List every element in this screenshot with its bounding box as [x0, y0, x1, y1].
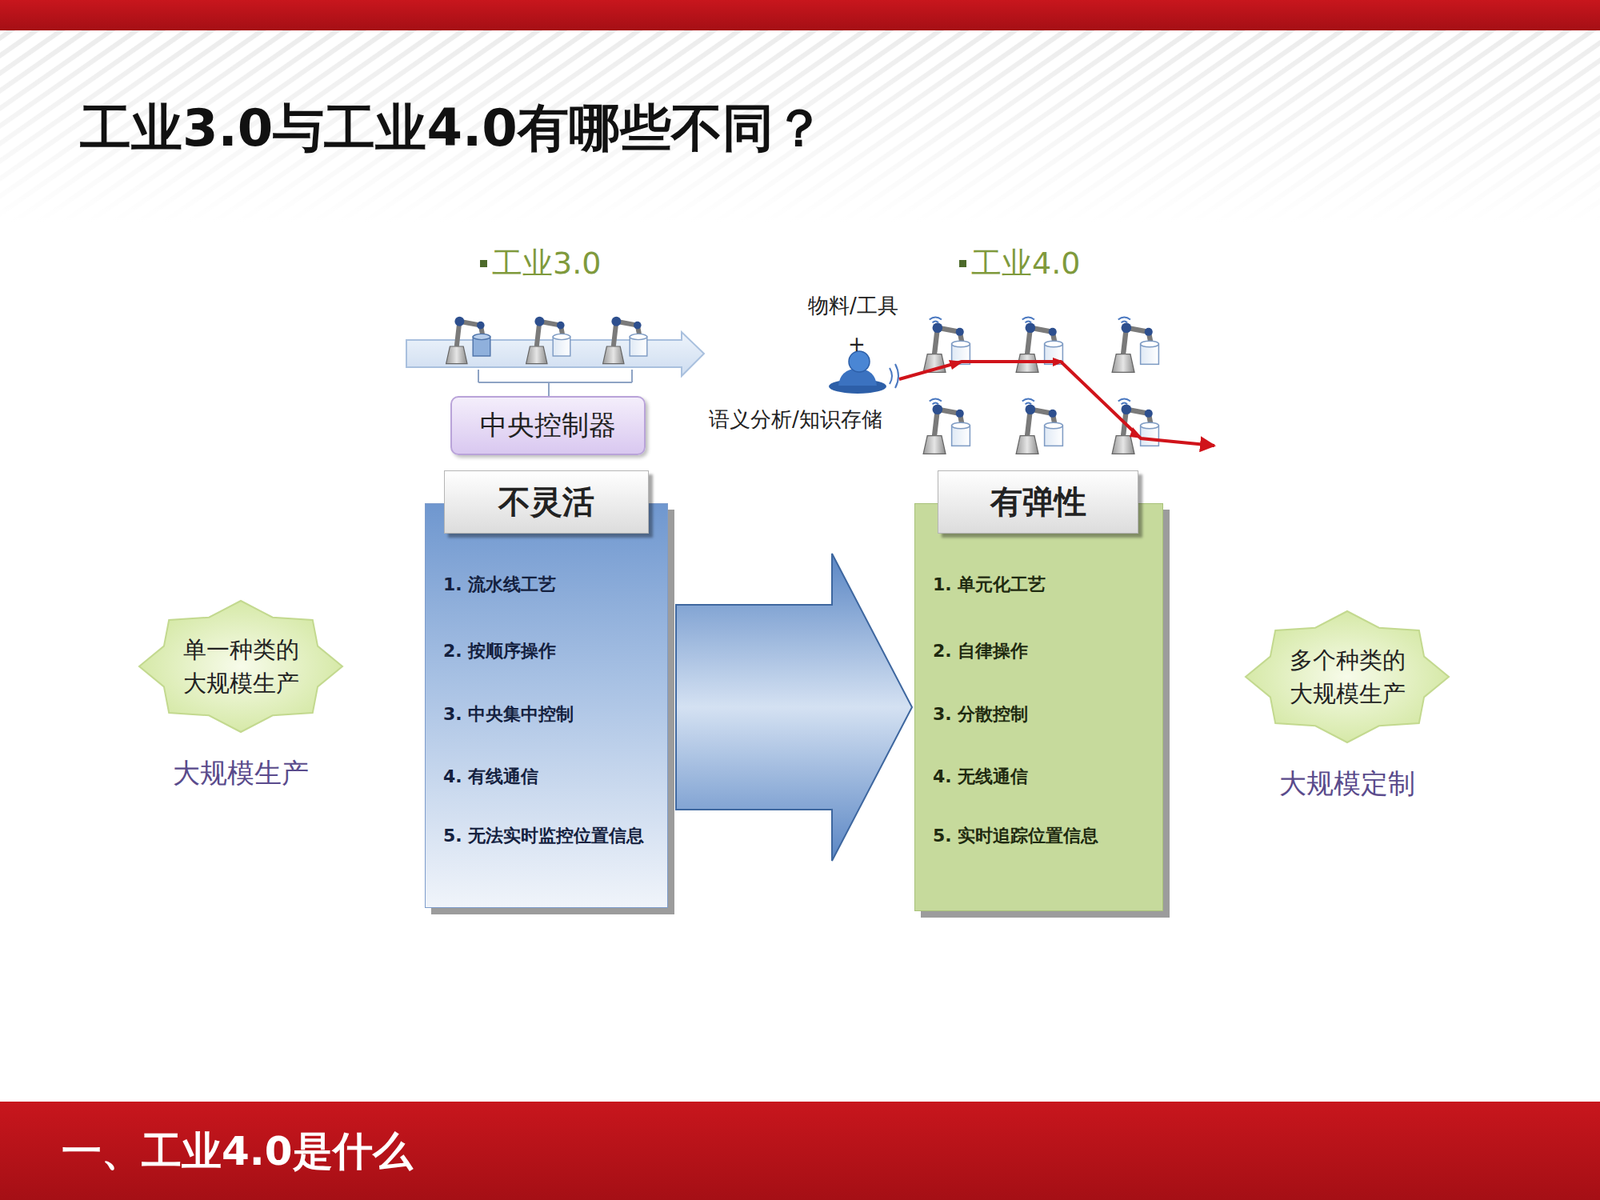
feature-item: 5. 无法实时监控位置信息 — [443, 824, 644, 848]
feature-item: 1. 流水线工艺 — [443, 572, 556, 597]
robot-icon — [1016, 398, 1063, 454]
feature-panel: 有弹性1. 单元化工艺2. 自律操作3. 分散控制4. 无线通信5. 实时追踪位… — [914, 503, 1164, 912]
starburst-outline — [136, 598, 345, 735]
top-bar — [0, 0, 1600, 31]
robot-icon — [446, 316, 491, 364]
robot-icon — [1112, 316, 1159, 372]
robot-icon — [526, 316, 571, 364]
feature-item: 3. 分散控制 — [932, 702, 1028, 727]
transition-arrow — [676, 553, 912, 861]
header-label: 有弹性 — [990, 480, 1087, 524]
flow-heads — [948, 357, 1143, 439]
controller-box: 中央控制器 — [450, 396, 646, 456]
badge-caption: 大规模定制 — [1279, 765, 1416, 803]
bullet-square — [480, 260, 488, 268]
feature-item: 2. 自律操作 — [932, 639, 1028, 664]
bottom-bar — [0, 1101, 1600, 1200]
robot-icon — [1112, 398, 1159, 454]
flow-path — [899, 361, 1215, 446]
plus-sign: + — [848, 332, 866, 356]
feature-item: 2. 按顺序操作 — [443, 639, 556, 664]
starburst-outline — [1243, 608, 1452, 745]
stripe-texture — [0, 30, 1600, 223]
feature-item: 4. 有线通信 — [443, 764, 539, 789]
header-label: 不灵活 — [498, 480, 595, 524]
robot-icon — [923, 398, 970, 454]
badge-caption: 大规模生产 — [172, 755, 309, 792]
section-label: 工业3.0 — [492, 243, 601, 284]
panel-header: 不灵活 — [444, 470, 649, 534]
robot-icon — [603, 316, 648, 364]
input-label: 物料/工具 — [808, 292, 899, 320]
panel-header: 有弹性 — [937, 470, 1139, 534]
feature-item: 4. 无线通信 — [932, 764, 1028, 789]
starburst-badge: 多个种类的 大规模生产大规模定制 — [1243, 608, 1452, 745]
stripe-fade — [0, 30, 1600, 223]
robot-icon — [923, 316, 970, 372]
control-wire — [478, 369, 632, 396]
person-icon — [828, 351, 899, 394]
feature-item: 3. 中央集中控制 — [443, 702, 574, 727]
badge-text: 单一种类的 大规模生产 — [176, 632, 305, 700]
starburst-shape — [1245, 611, 1449, 743]
feature-panel: 不灵活1. 流水线工艺2. 按顺序操作3. 中央集中控制4. 有线通信5. 无法… — [424, 503, 668, 908]
bullet-square — [959, 260, 967, 268]
page-title: 工业3.0与工业4.0有哪些不同？ — [80, 93, 825, 164]
feature-item: 1. 单元化工艺 — [932, 572, 1046, 597]
badge-text: 多个种类的 大规模生产 — [1283, 643, 1412, 711]
footer-label: 一、工业4.0是什么 — [61, 1124, 413, 1179]
input-label: 语义分析/知识存储 — [708, 405, 883, 434]
section-label: 工业4.0 — [971, 243, 1080, 284]
starburst-badge: 单一种类的 大规模生产大规模生产 — [136, 598, 345, 735]
feature-item: 5. 实时追踪位置信息 — [932, 824, 1099, 848]
box-label: 中央控制器 — [480, 407, 616, 444]
starburst-shape — [139, 600, 343, 732]
